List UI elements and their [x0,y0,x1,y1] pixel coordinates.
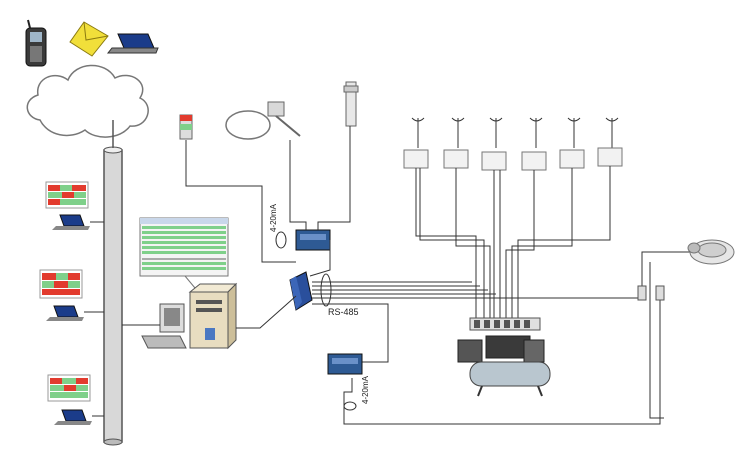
ceiling-sensor-icon [481,117,507,171]
station-2 [39,269,104,321]
email-envelope-icon [69,21,109,57]
mobile-phone-icon [25,19,47,67]
transmitter-icon [327,353,363,375]
cable-loop [320,273,332,307]
ceiling-sensors [403,117,623,171]
cloud-icon [26,64,149,138]
ceiling-sensor-icon [521,117,547,171]
station-3 [47,374,104,425]
temperature-probe-icon [225,101,301,140]
rs485-converter-icon [289,271,313,311]
ceiling-sensor-icon [559,117,585,169]
ma-label-bottom: 4-20mA [361,375,370,404]
ceiling-sensor-icon [597,117,623,167]
rod-sensor-icon [343,81,359,127]
valve-row [469,317,541,331]
ceiling-sensor-icon [403,117,429,169]
station-1 [45,181,104,230]
ceiling-sensor-icon [443,117,469,169]
cable-loop [275,231,287,249]
network-pole [103,120,123,446]
wiring [185,126,692,425]
ma-label-top: 4-20mA [269,203,278,232]
cable-loop [343,401,357,411]
transmitter-icon [295,229,331,251]
air-compressor-icon [457,335,551,397]
rs485-label: RS-485 [328,307,359,317]
software-screenshot [139,217,229,301]
signal-tower-icon [179,114,193,140]
laptop-icon [106,33,159,54]
pc-converter-wire [236,295,297,329]
server-pc-icon [141,282,238,350]
flow-meter-icon [687,239,735,265]
pipe-fittings [637,285,665,301]
